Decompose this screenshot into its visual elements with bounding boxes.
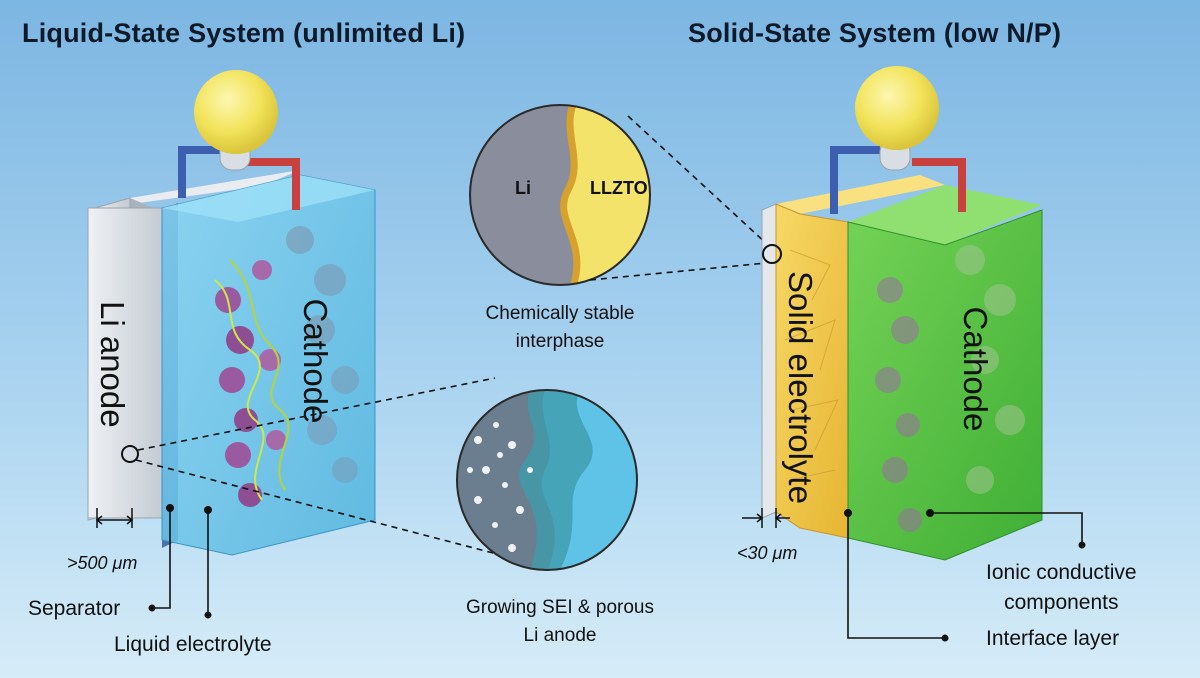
zoom-circle-interphase [469, 104, 769, 286]
liquid-electrolyte-top [162, 175, 375, 222]
interphase-caption: Chemically stable interphase [445, 300, 675, 356]
sei-caption: Growing SEI & porous Li anode [425, 594, 695, 650]
solid-cathode-label: Cathode [957, 306, 994, 432]
bulb-icon [194, 70, 278, 154]
solid-thickness-label: <30 μm [737, 543, 798, 563]
liquid-thickness-label: >500 μm [67, 553, 138, 573]
sei-caption-line1: Growing SEI & porous [466, 597, 654, 618]
solid-state-cell [742, 66, 1086, 642]
ionic-components-line2: components [1004, 591, 1119, 614]
zoom-marker-left [121, 445, 139, 463]
solid-cathode-top [848, 185, 1042, 245]
separator-label: Separator [28, 597, 121, 620]
ionic-components-label: Ionic conductive components [986, 558, 1137, 618]
solid-system-title: Solid-State System (low N/P) [688, 18, 1062, 48]
liquid-state-cell [87, 70, 521, 619]
llzto-zoom-label: LLZTO [590, 178, 648, 198]
li-anode-top [88, 170, 300, 210]
solid-electrolyte-top [776, 175, 945, 214]
interface-layer-label: Interface layer [986, 627, 1120, 650]
interphase-caption-line1: Chemically stable [485, 303, 635, 324]
zoom-circle-sei [456, 389, 638, 571]
sei-caption-line2: Li anode [523, 625, 597, 646]
li-anode-face [87, 207, 163, 519]
ionic-components-line1: Ionic conductive [986, 561, 1137, 584]
porous-dots [467, 422, 533, 552]
cathode-particles [214, 226, 359, 507]
solid-electrolyte-label: Solid electrolyte [782, 271, 819, 504]
bulb-icon-right [855, 66, 939, 150]
zoom-marker-right [762, 244, 782, 264]
negative-wire-right [830, 146, 880, 214]
liquid-system-title: Liquid-State System (unlimited Li) [22, 18, 466, 48]
liquid-cathode-label: Cathode [297, 298, 334, 424]
solid-cathode-particles [875, 245, 1025, 532]
li-anode-label: Li anode [94, 301, 131, 428]
positive-wire-right [912, 158, 966, 212]
li-zoom-label: Li [515, 178, 531, 198]
solid-electrolyte-grain [784, 249, 839, 481]
liquid-electrolyte-label: Liquid electrolyte [114, 633, 272, 656]
positive-wire [245, 158, 300, 210]
negative-wire [178, 146, 230, 198]
interphase-caption-line2: interphase [515, 331, 605, 352]
